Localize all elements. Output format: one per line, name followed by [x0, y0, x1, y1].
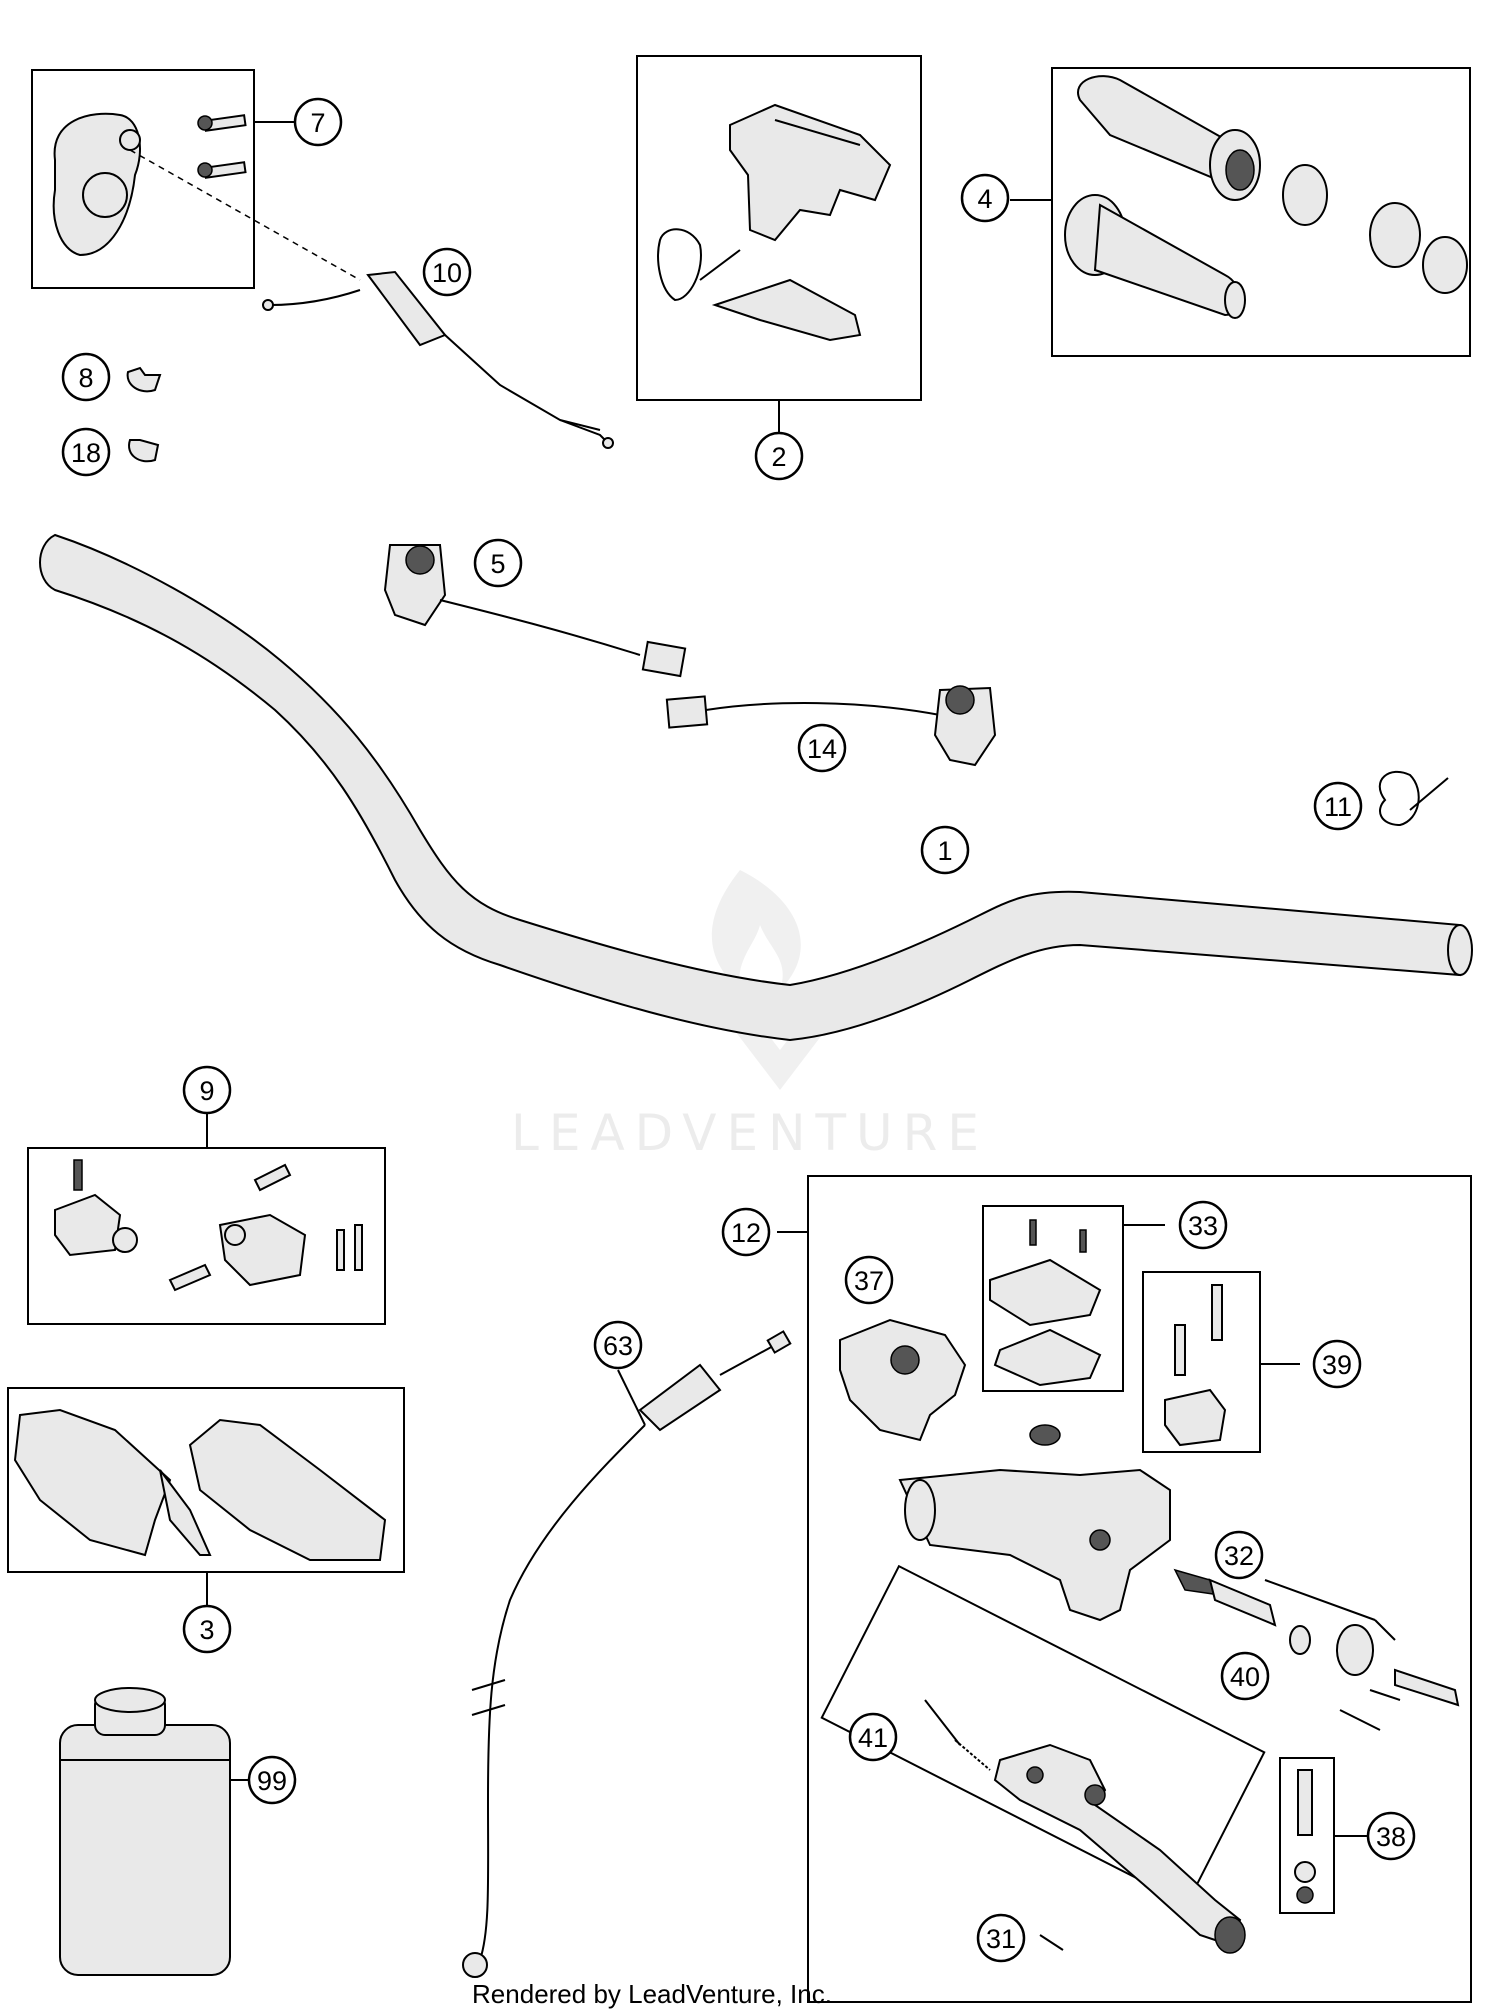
callout-63-label: 63	[603, 1331, 633, 1361]
callout-32-label: 32	[1224, 1541, 1254, 1571]
callout-40: 40	[1220, 1651, 1270, 1701]
callout-38-label: 38	[1376, 1822, 1406, 1852]
watermark-text: LEADVENTURE	[511, 1104, 989, 1162]
callout-18: 18	[61, 427, 111, 477]
throttle-cable-part	[262, 270, 614, 449]
callout-14: 14	[797, 723, 847, 773]
callout-18-label: 18	[71, 438, 101, 468]
master-cylinder-part	[898, 1424, 1171, 1622]
callout-38: 38	[1366, 1811, 1416, 1861]
lever-guard-part	[839, 1318, 967, 1442]
push-rod-part	[1394, 1668, 1460, 1707]
box-reservoir-cover	[982, 1205, 1124, 1392]
box-lever	[820, 1564, 1266, 1906]
piston-spring-part	[1173, 1568, 1374, 1676]
callout-7: 7	[293, 97, 343, 147]
callout-99: 99	[247, 1755, 297, 1805]
callout-32: 32	[1214, 1530, 1264, 1580]
handguards-part	[13, 1408, 387, 1561]
callout-41-label: 41	[858, 1723, 888, 1753]
footer-credit: Rendered by LeadVenture, Inc.	[472, 1979, 832, 2009]
callout-3: 3	[182, 1604, 232, 1654]
callout-4: 4	[960, 173, 1010, 223]
box-brake-assembly	[807, 1175, 1472, 2003]
callout-1-label: 1	[937, 836, 952, 866]
brake-lever-part	[993, 1743, 1246, 1954]
clamps-part	[54, 1159, 363, 1292]
clamp-bolts-part	[1164, 1284, 1227, 1447]
fluid-bottle-part	[59, 1687, 231, 1976]
callout-7-label: 7	[310, 108, 325, 138]
cable-tie-11-part	[1378, 770, 1449, 827]
callout-39-label: 39	[1322, 1350, 1352, 1380]
callout-4-label: 4	[977, 184, 992, 214]
callout-99-label: 99	[257, 1766, 287, 1796]
brake-line-part	[462, 1330, 792, 1978]
callout-12-label: 12	[731, 1218, 761, 1248]
clip-8-part	[126, 366, 162, 393]
callout-8-label: 8	[78, 363, 93, 393]
pivot-bolt-part	[1294, 1769, 1316, 1904]
callout-31-label: 31	[986, 1924, 1016, 1954]
cover-part	[657, 103, 892, 342]
callout-12: 12	[721, 1207, 771, 1257]
callout-33-label: 33	[1188, 1211, 1218, 1241]
callout-3-label: 3	[199, 1615, 214, 1645]
callout-37: 37	[844, 1255, 894, 1305]
box-clamp-bolts	[1142, 1271, 1261, 1453]
callout-37-label: 37	[854, 1266, 884, 1296]
callout-11-label: 11	[1324, 792, 1352, 822]
callout-10: 10	[422, 247, 472, 297]
callout-5: 5	[473, 538, 523, 588]
callout-1: 1	[920, 825, 970, 875]
callout-2-label: 2	[771, 442, 786, 472]
switch-14-part	[665, 685, 997, 767]
lever-pin-part	[924, 1699, 991, 1771]
callout-2: 2	[754, 431, 804, 481]
grips-part	[1064, 75, 1468, 319]
callout-9: 9	[182, 1065, 232, 1115]
callout-31: 31	[976, 1913, 1026, 1963]
callout-41: 41	[848, 1712, 898, 1762]
clip-18-part	[128, 439, 160, 463]
callout-40-label: 40	[1230, 1662, 1260, 1692]
box-throttle-housing	[31, 69, 255, 289]
callout-14-label: 14	[807, 734, 837, 764]
callout-39: 39	[1312, 1339, 1362, 1389]
handlebar-part	[39, 533, 1473, 1042]
throttle-housing-part	[52, 112, 247, 257]
callout-63: 63	[593, 1320, 643, 1370]
callout-8: 8	[61, 352, 111, 402]
reservoir-cover-part	[989, 1219, 1102, 1387]
box-grips	[1051, 67, 1471, 357]
callout-5-label: 5	[490, 549, 505, 579]
callout-10-label: 10	[432, 258, 462, 288]
callout-11: 11	[1313, 781, 1363, 831]
switch-5-part	[383, 544, 687, 678]
callout-33: 33	[1178, 1200, 1228, 1250]
callout-9-label: 9	[199, 1076, 214, 1106]
